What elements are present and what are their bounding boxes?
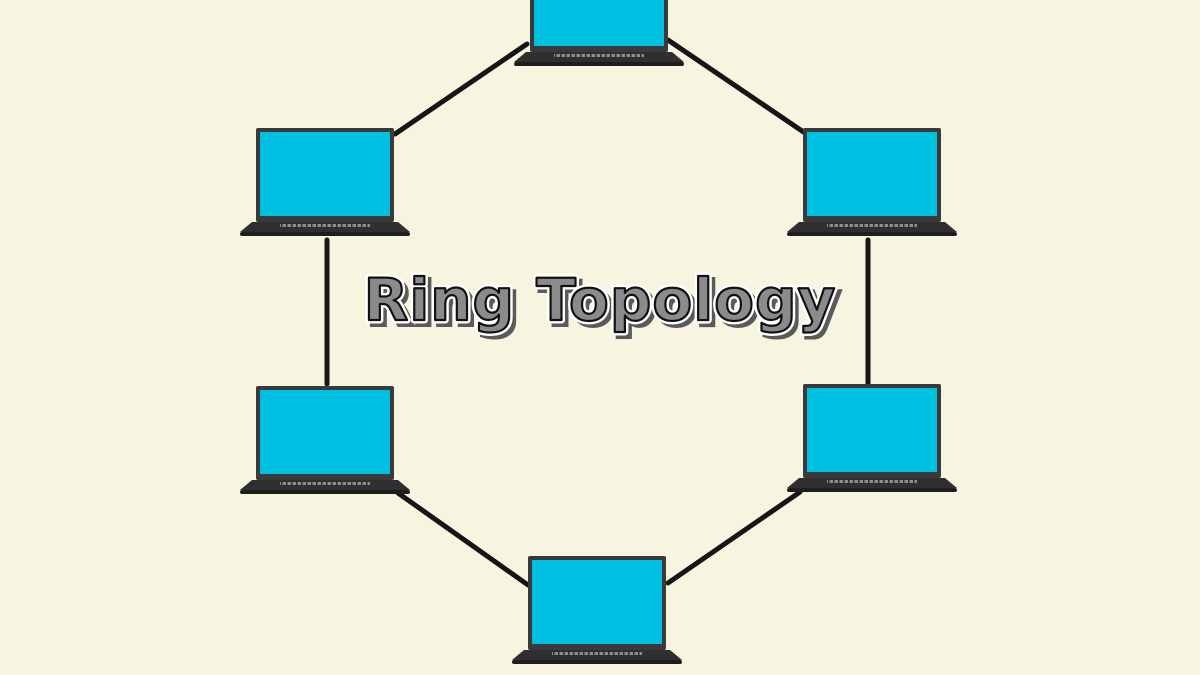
laptop-lower-right — [787, 384, 957, 492]
cable-top-to-upper-right — [392, 41, 530, 137]
title-group: Ring Topology Ring Topology Ring Topolog… — [360, 263, 842, 342]
laptop-upper-right — [787, 128, 957, 236]
laptop-screen — [260, 132, 390, 216]
cable-upper-right-to-lower-right — [665, 37, 808, 136]
laptop-icon — [240, 386, 410, 494]
laptop-screen — [532, 560, 662, 644]
laptop-icon — [512, 556, 682, 664]
laptop-icon — [514, 0, 684, 66]
ring-links — [324, 37, 871, 588]
cable-lower-left-to-upper-left — [395, 490, 531, 588]
title-shadow: Ring Topology — [368, 270, 841, 338]
laptop-screen — [534, 0, 664, 46]
ring-nodes — [240, 0, 957, 664]
laptop-icon — [787, 384, 957, 492]
laptop-icon — [240, 128, 410, 236]
laptop-upper-left — [240, 128, 410, 236]
title-halo: Ring Topology — [364, 266, 837, 334]
diagram-title: Ring Topology — [364, 266, 837, 334]
laptop-lower-left — [240, 386, 410, 494]
cable-bottom-to-lower-left — [665, 489, 803, 586]
laptop-top — [514, 0, 684, 66]
laptop-screen — [807, 132, 937, 216]
laptop-screen — [260, 390, 390, 474]
laptop-bottom — [512, 556, 682, 664]
laptop-screen — [807, 388, 937, 472]
laptop-icon — [787, 128, 957, 236]
